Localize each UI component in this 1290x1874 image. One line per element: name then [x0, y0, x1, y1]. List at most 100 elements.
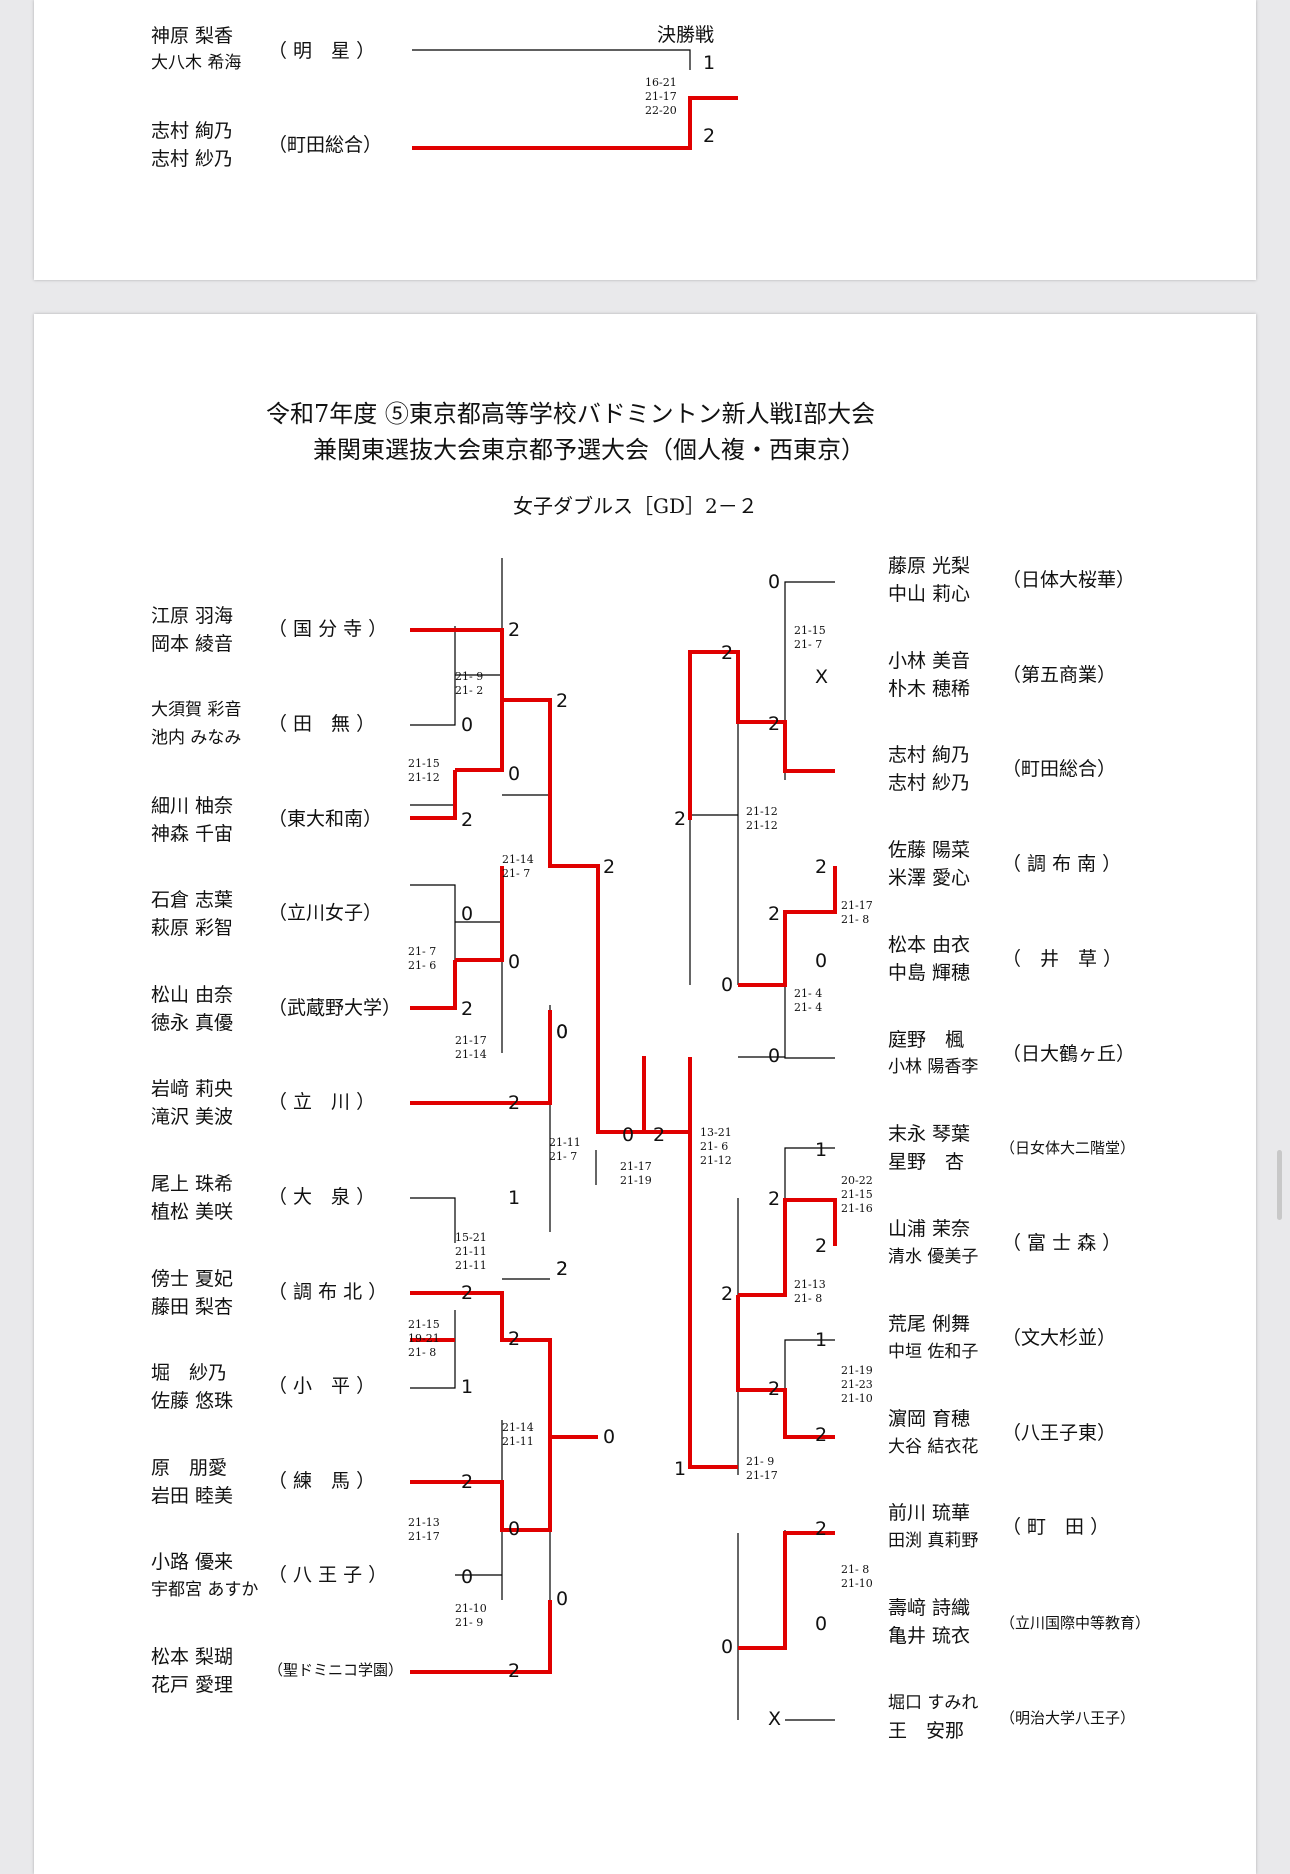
player-name: 志村 絢乃: [888, 744, 971, 766]
school-name: （ 調 布 南 ）: [1002, 853, 1122, 875]
result-number: 2: [461, 1471, 474, 1493]
game-score: 21- 9 21- 2: [455, 670, 484, 697]
result-number: 2: [703, 125, 716, 147]
player-name: 小路 優来: [151, 1551, 234, 1573]
player-name: 岩﨑 莉央: [151, 1078, 234, 1100]
result-number: 2: [603, 856, 616, 878]
player-name: 松山 由奈: [151, 984, 234, 1006]
result-number: 0: [622, 1124, 635, 1146]
top-sheet: [34, 0, 1256, 280]
result-number: 2: [461, 809, 474, 831]
player-name: 佐藤 悠珠: [151, 1390, 234, 1412]
school-name: （町田総合）: [1002, 758, 1117, 780]
game-score: 21-11 21- 7: [549, 1136, 581, 1163]
school-name: （ 明 星 ）: [268, 40, 376, 62]
player-name: 神森 千宙: [151, 823, 234, 845]
player-name: 岡本 綾音: [151, 633, 234, 655]
result-number: 2: [461, 998, 474, 1020]
player-name: 松本 梨瑚: [151, 1646, 234, 1668]
result-number: 2: [556, 1258, 569, 1280]
player-name: 池内 みなみ: [151, 728, 242, 748]
player-name: 壽﨑 詩織: [888, 1597, 971, 1619]
result-number: 0: [508, 763, 521, 785]
game-score: 21- 7 21- 6: [408, 945, 437, 972]
game-score: 21-15 19-21 21- 8: [408, 1318, 440, 1359]
result-number: 0: [603, 1426, 616, 1448]
result-number: 2: [815, 1518, 828, 1540]
result-number: 2: [815, 1424, 828, 1446]
school-name: （ 国 分 寺 ）: [268, 618, 388, 640]
player-name: 藤田 梨杏: [151, 1296, 234, 1318]
school-name: （第五商業）: [1002, 664, 1117, 686]
player-name: 前川 琉華: [888, 1502, 971, 1524]
result-number: 0: [556, 1021, 569, 1043]
player-name: 庭野 楓: [888, 1029, 965, 1051]
result-number: 2: [768, 713, 781, 735]
scrollbar[interactable]: [1277, 1150, 1282, 1220]
player-name: 志村 紗乃: [151, 148, 234, 170]
title-line1: 令和7年度 ⑤東京都高等学校バドミントン新人戦Ⅰ部大会: [266, 400, 876, 428]
result-number: 1: [815, 1329, 828, 1351]
result-number: 0: [508, 951, 521, 973]
result-number: 0: [461, 1566, 474, 1588]
player-name: 植松 美咲: [151, 1201, 234, 1223]
school-name: （日大鶴ヶ丘）: [1002, 1043, 1136, 1065]
result-number: 0: [768, 1045, 781, 1067]
event-subtitle: 女子ダブルス［GD］2－２: [513, 494, 758, 518]
player-name: 花戸 愛理: [151, 1674, 234, 1696]
result-number: 0: [556, 1021, 569, 1043]
school-name: （ 八 王 子 ）: [268, 1564, 388, 1586]
result-number: 2: [508, 1328, 521, 1350]
school-name: （東大和南）: [268, 808, 383, 830]
result-number: 1: [461, 1376, 474, 1398]
school-name: （ 調 布 北 ）: [268, 1281, 388, 1303]
school-name: （聖ドミニコ学園）: [268, 1661, 404, 1679]
result-number: 0: [815, 1613, 828, 1635]
game-score: 13-21 21- 6 21-12: [700, 1126, 732, 1167]
player-name: 石倉 志葉: [151, 889, 234, 911]
player-name: 末永 琴葉: [888, 1123, 971, 1145]
school-name: （日体大桜華）: [1002, 569, 1136, 591]
game-score: 20-22 21-15 21-16: [841, 1174, 873, 1215]
result-number: 0: [508, 1518, 521, 1540]
result-number: 2: [653, 1124, 666, 1146]
player-name: 中垣 佐和子: [888, 1342, 979, 1362]
game-score: 21-13 21- 8: [794, 1278, 826, 1305]
school-name: （立川国際中等教育）: [1000, 1614, 1151, 1632]
player-name: 濵岡 育穂: [888, 1408, 971, 1430]
player-name: 大須賀 彩音: [151, 700, 242, 720]
result-number: 2: [508, 1092, 521, 1114]
school-name: （明治大学八王子）: [1000, 1709, 1136, 1727]
player-name: 荒尾 俐舞: [888, 1313, 971, 1335]
player-name: 岩田 睦美: [151, 1485, 234, 1507]
player-name: 細川 柚奈: [151, 795, 234, 817]
result-number: 1: [508, 1187, 521, 1209]
school-name: （ 富 士 森 ）: [1002, 1232, 1122, 1254]
player-name: 星野 杏: [888, 1151, 965, 1173]
result-number: 2: [768, 1188, 781, 1210]
player-name: 王 安那: [888, 1720, 965, 1742]
player-name: 小林 美音: [888, 650, 971, 672]
school-name: （日女体大二階堂）: [1000, 1139, 1136, 1157]
result-number: X: [768, 1708, 782, 1730]
result-number: 0: [768, 571, 781, 593]
player-name: 小林 陽香李: [888, 1057, 979, 1077]
player-name: 大谷 結衣花: [888, 1437, 979, 1457]
player-name: 尾上 珠希: [151, 1173, 234, 1195]
game-score: 15-21 21-11 21-11: [455, 1231, 487, 1272]
player-name: 藤原 光梨: [888, 555, 971, 577]
school-name: （ 井 草 ）: [1002, 948, 1123, 970]
game-score: 21-14 21-11: [502, 1421, 534, 1448]
game-score: 21-17 21- 8: [841, 899, 873, 926]
game-score: 21- 4 21- 4: [794, 987, 823, 1014]
player-name: 中島 輝穂: [888, 962, 971, 984]
title-line2: 兼関東選抜大会東京都予選大会（個人複・西東京）: [313, 436, 865, 464]
player-name: 中山 莉心: [888, 583, 971, 605]
game-score: 21-15 21- 7: [794, 624, 826, 651]
game-score: 21- 9 21-17: [746, 1455, 778, 1482]
result-number: 0: [815, 950, 828, 972]
player-name: 志村 絢乃: [151, 120, 234, 142]
player-name: 滝沢 美波: [151, 1106, 234, 1128]
result-number: 0: [556, 1588, 569, 1610]
player-name: 傍士 夏妃: [151, 1268, 234, 1290]
